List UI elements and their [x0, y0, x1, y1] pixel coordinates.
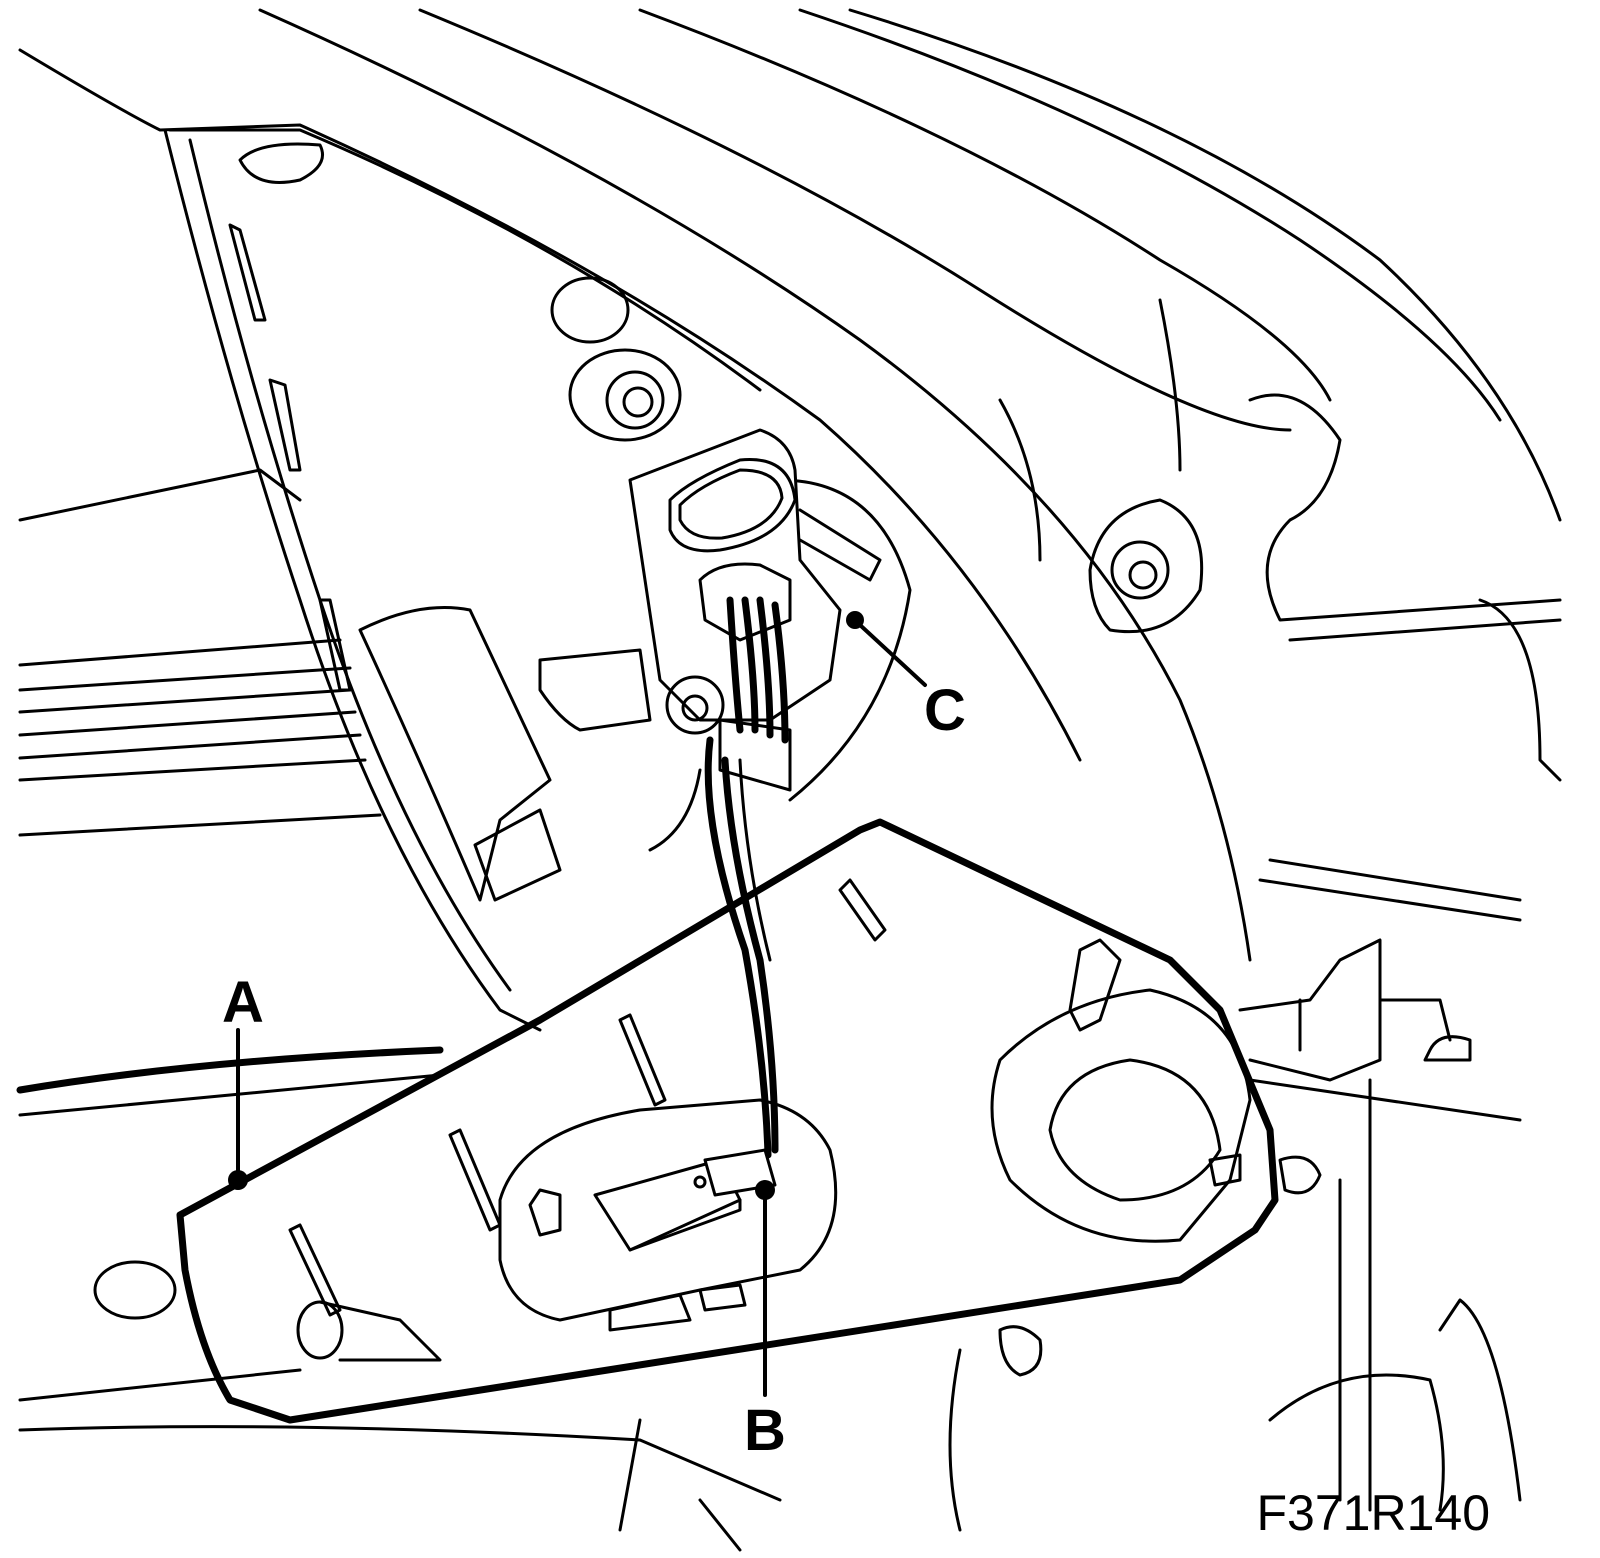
- torx-screw-icon: [1128, 560, 1158, 590]
- body-contours: [18, 8, 1562, 962]
- callout-label-a: A: [222, 970, 264, 1035]
- callout-b: B: [744, 1180, 786, 1463]
- upper-mount: [550, 276, 682, 442]
- torx-screw-icon: [681, 694, 709, 722]
- torx-screw-icon: [622, 386, 654, 418]
- callout-a: A: [222, 970, 264, 1190]
- switch-module-b: [498, 1098, 838, 1332]
- connector-assembly: [538, 428, 912, 1159]
- trim-strips: [16, 468, 444, 1117]
- lower-body: [18, 858, 1522, 1552]
- trim-panel-a: [176, 818, 1279, 1424]
- callout-label-b: B: [744, 1398, 786, 1463]
- lower-left-bosses: [93, 1260, 442, 1362]
- callout-c: C: [846, 611, 966, 743]
- callout-label-c: C: [924, 678, 966, 743]
- right-mount: [1088, 498, 1204, 634]
- pillar-trim-panel: [163, 128, 762, 1032]
- figure-id: F371R140: [1257, 1485, 1491, 1541]
